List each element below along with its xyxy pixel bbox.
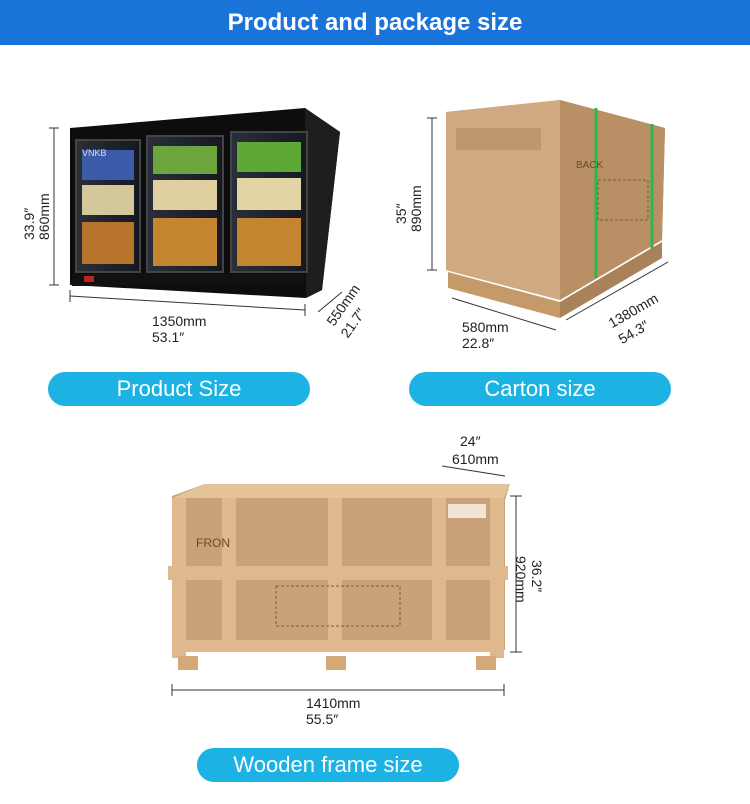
page-title-banner: Product and package size <box>0 0 750 45</box>
crate-height-mm: 920mm <box>513 556 529 603</box>
fridge-height-mm: 860mm <box>36 193 52 240</box>
crate-width-in: 55.5″ <box>306 711 339 727</box>
crate-dimension-lines <box>171 465 522 696</box>
page-title: Product and package size <box>227 8 523 36</box>
carton-size-label: Carton size <box>409 372 671 406</box>
crate-illustration <box>168 484 510 670</box>
carton-illustration <box>446 100 665 318</box>
fridge-door-left <box>75 139 141 273</box>
crate-width-mm: 1410mm <box>306 695 361 711</box>
carton-height-in: 35″ <box>393 203 409 224</box>
fridge-illustration <box>70 108 340 298</box>
crate-depth-mm: 610mm <box>452 451 499 467</box>
fridge-height-in: 33.9″ <box>21 207 37 240</box>
wooden-frame-size-label: Wooden frame size <box>197 748 459 782</box>
fridge-width-in: 53.1″ <box>152 329 185 345</box>
carton-dimension-lines <box>427 117 669 331</box>
fridge-door-right <box>230 131 308 273</box>
crate-depth-in: 24″ <box>460 433 481 449</box>
crate-height-in: 36.2″ <box>529 560 545 593</box>
carton-height-mm: 890mm <box>408 185 424 232</box>
fridge-brand-logo: VNKB <box>82 148 107 158</box>
crate-front-text: FRON <box>196 536 230 550</box>
fridge-door-middle <box>146 135 224 273</box>
fridge-dimension-lines <box>49 127 343 316</box>
carton-back-text: BACK <box>576 160 604 171</box>
carton-width-in: 22.8″ <box>462 335 495 351</box>
fridge-width-mm: 1350mm <box>152 313 207 329</box>
product-size-label: Product Size <box>48 372 310 406</box>
carton-width-mm: 580mm <box>462 319 509 335</box>
